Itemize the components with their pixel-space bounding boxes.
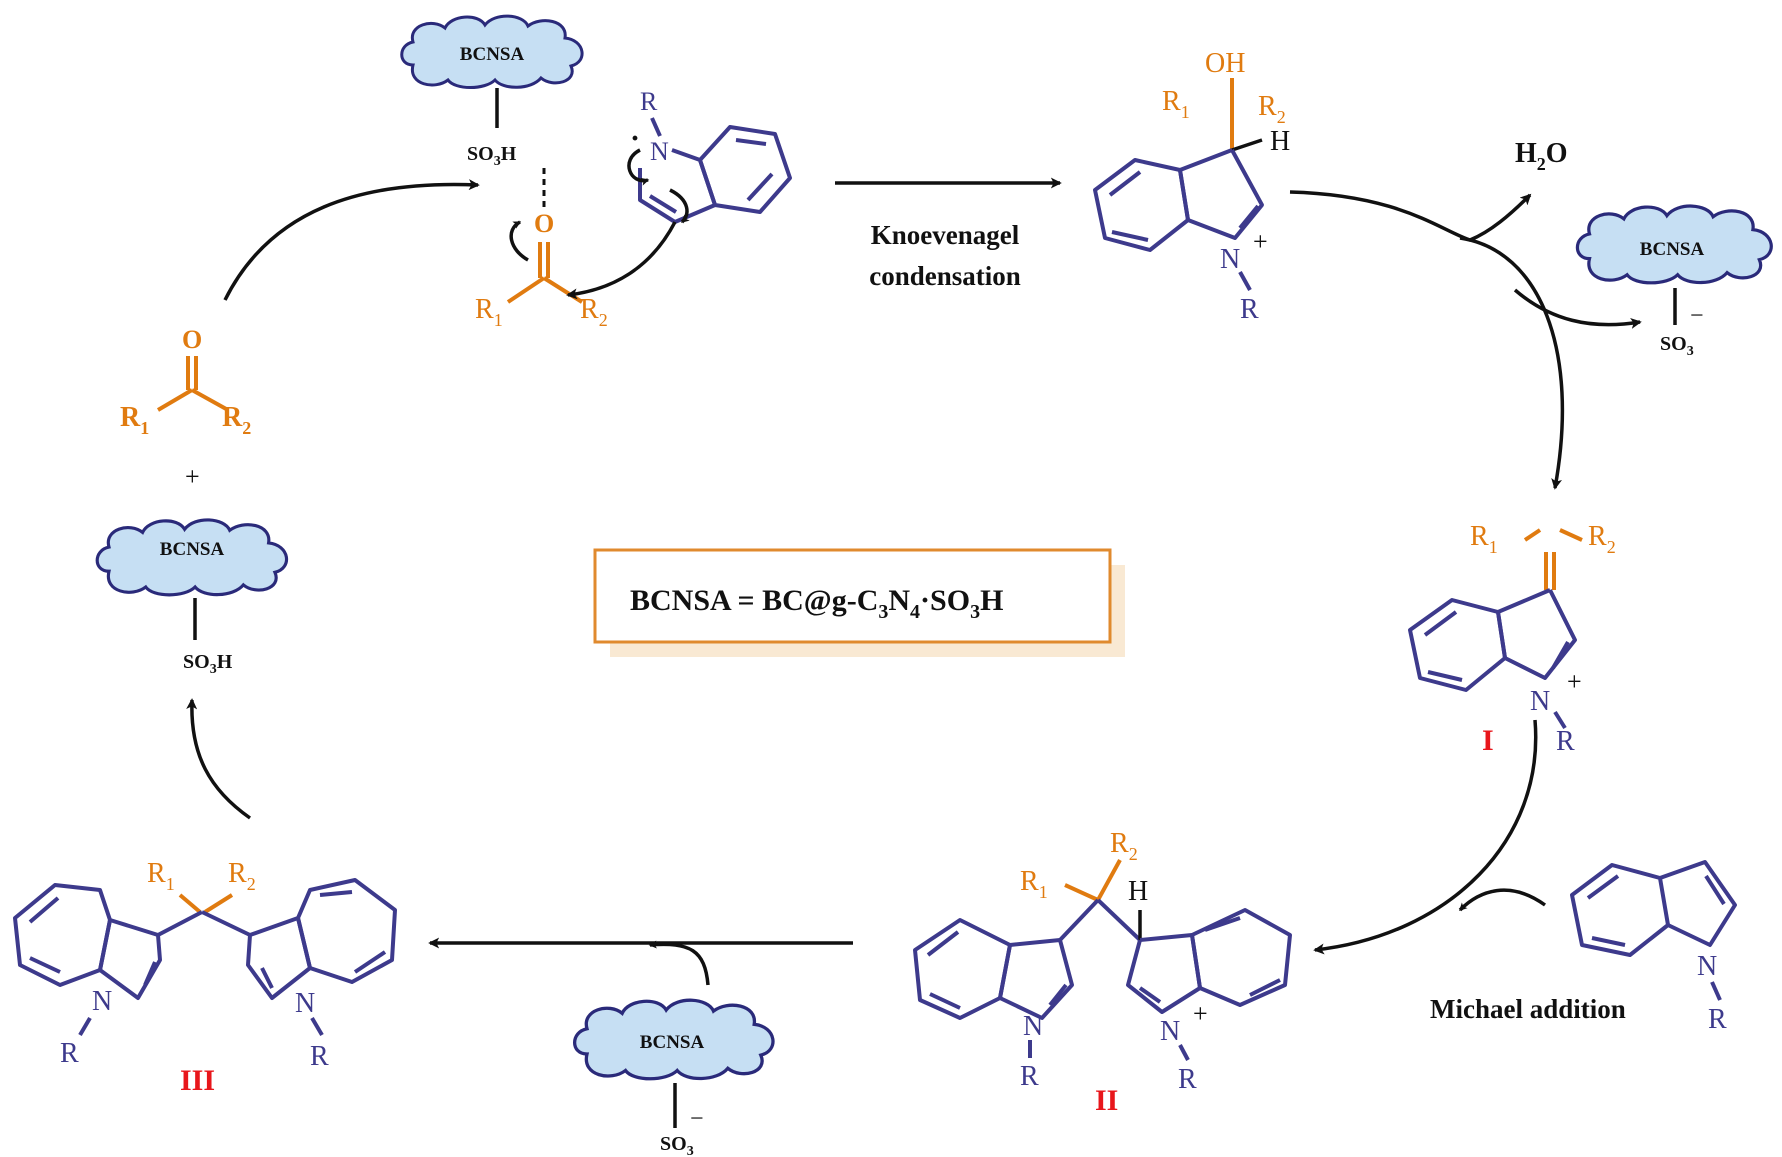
- catalyst-cloud-top: BCNSA SO3H: [400, 14, 584, 208]
- cloud-label: BCNSA: [460, 44, 525, 65]
- activated-carbonyl: O R1 R2: [475, 209, 608, 330]
- cloud-label: BCNSA: [160, 539, 225, 560]
- intermediate-II: R2 R1 H N R N + R II: [913, 828, 1292, 1117]
- r1-label: R1: [147, 858, 175, 894]
- lone-pair-dot: ·: [630, 122, 640, 155]
- right-n-substituent: R: [1178, 1064, 1197, 1095]
- knoevenagel-label-line1: Knoevenagel: [871, 220, 1020, 250]
- r2-label: R2: [1258, 91, 1286, 127]
- positive-charge: +: [1193, 999, 1208, 1028]
- intermediate-I: R1 R2 N + R I: [1408, 521, 1616, 757]
- cloud-label: BCNSA: [640, 1032, 705, 1053]
- sulfonic-acid-label: SO3H: [467, 143, 517, 169]
- right-n-substituent: R: [310, 1041, 329, 1072]
- plus-sign: +: [185, 462, 200, 491]
- ketone-oxygen: O: [182, 325, 202, 354]
- catalyst-release-arrow: [1513, 288, 1642, 329]
- sulfonic-acid-label: SO3H: [183, 651, 233, 677]
- definition-text: BCNSA = BC@g-C3N4·SO3H: [630, 584, 1003, 623]
- elimination-arrow: [1459, 236, 1565, 490]
- indole-entry-arrow: [1458, 888, 1547, 912]
- r2-label: R2: [1110, 828, 1138, 864]
- r2-label: R2: [1588, 521, 1616, 557]
- right-nitrogen: N: [295, 988, 315, 1019]
- catalyst-cloud-left: BCNSA SO3H: [95, 518, 289, 677]
- indolium-nitrogen: N: [1530, 686, 1550, 717]
- label-III: III: [180, 1064, 215, 1097]
- carbinol-intermediate: OH R1 R2 H N + R: [1093, 48, 1290, 325]
- n-substituent: R: [640, 87, 658, 116]
- carbonyl-oxygen: O: [534, 209, 554, 238]
- positive-charge: +: [1567, 667, 1582, 696]
- r1-label: R1: [120, 402, 149, 438]
- n-substituent: R: [1240, 294, 1259, 325]
- sulfonate-label: SO3: [1660, 333, 1694, 359]
- right-nitrogen: N: [1160, 1016, 1180, 1047]
- ketone-reactant: O R1 R2 +: [120, 325, 251, 491]
- proton-transfer-arrow: [648, 940, 710, 986]
- michael-addition-arrow: [1313, 719, 1538, 955]
- r2-label: R2: [228, 858, 256, 894]
- r1-label: R1: [1470, 521, 1498, 557]
- indole-nitrogen: N: [1697, 951, 1717, 982]
- hydroxyl-label: OH: [1205, 48, 1245, 79]
- anion-charge: −: [1690, 303, 1704, 329]
- left-n-substituent: R: [60, 1038, 79, 1069]
- anion-charge: −: [690, 1106, 704, 1132]
- hydrogen-label: H: [1270, 126, 1290, 157]
- cloud-label: BCNSA: [1640, 239, 1705, 260]
- water-byproduct: H2O: [1515, 138, 1568, 174]
- r1-label: R1: [1162, 86, 1190, 122]
- r1-label: R1: [475, 294, 503, 330]
- left-nitrogen: N: [92, 986, 112, 1017]
- n-substituent: R: [1556, 726, 1575, 757]
- knoevenagel-label-line2: condensation: [869, 261, 1021, 291]
- indolium-nitrogen: N: [1220, 244, 1240, 275]
- michael-label: Michael addition: [1430, 994, 1626, 1024]
- left-nitrogen: N: [1023, 1011, 1043, 1042]
- label-II: II: [1095, 1084, 1118, 1117]
- indole-nitrogen: N: [650, 137, 669, 166]
- positive-charge: +: [1253, 227, 1268, 256]
- catalyst-cloud-bottom: BCNSA − SO3: [572, 998, 775, 1157]
- label-I: I: [1482, 724, 1494, 757]
- catalyst-cloud-right: BCNSA − SO3: [1575, 204, 1774, 359]
- curved-electron-arrow: [509, 220, 529, 262]
- hydrogen-label: H: [1128, 876, 1148, 907]
- product-III: R1 R2 N R N R III: [13, 858, 397, 1097]
- sulfonate-label: SO3: [660, 1133, 694, 1157]
- r1-label: R1: [1020, 866, 1048, 902]
- attack-arrow: [566, 221, 677, 300]
- catalyst-regeneration-arrow: [186, 698, 252, 820]
- r2-label: R2: [222, 402, 251, 438]
- dehydration-arrow: [1289, 190, 1532, 242]
- r2-label: R2: [580, 294, 608, 330]
- definition-box: BCNSA = BC@g-C3N4·SO3H: [593, 548, 1125, 657]
- n-substituent: R: [1708, 1004, 1727, 1035]
- indole-nucleophile: R N ·: [627, 87, 792, 224]
- cycle-restart-arrow: [223, 179, 480, 301]
- free-indole: N R: [1570, 860, 1737, 1035]
- left-n-substituent: R: [1020, 1061, 1039, 1092]
